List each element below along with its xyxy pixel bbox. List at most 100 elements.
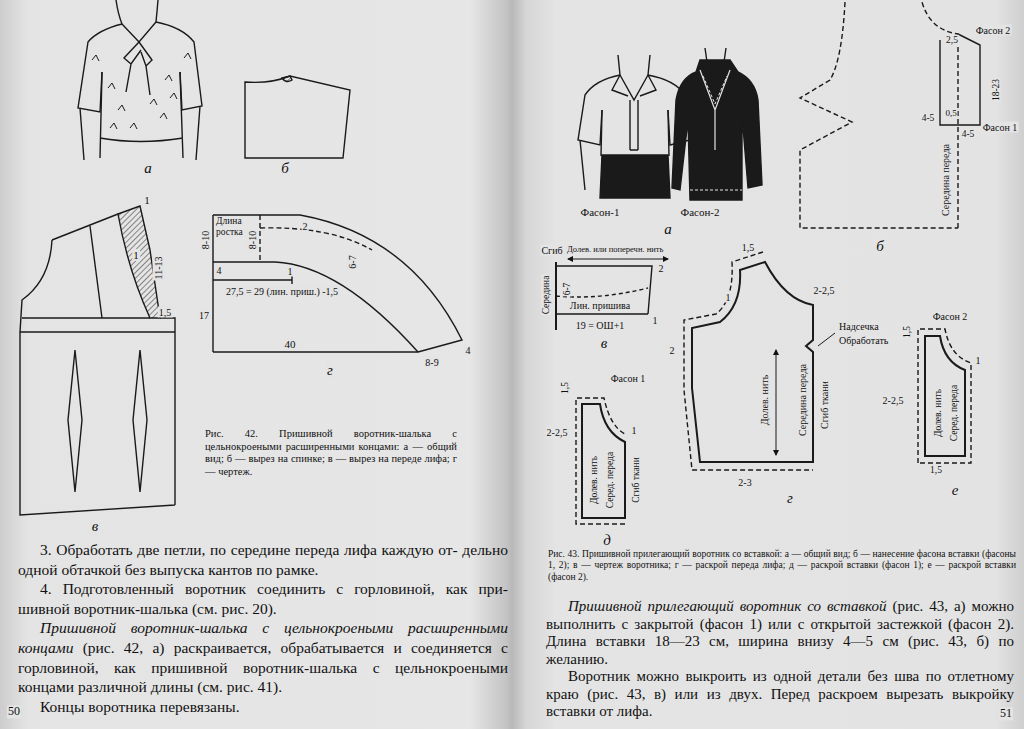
note: Надсечка	[838, 321, 880, 332]
cut-line	[958, 34, 980, 125]
dimension: 1	[652, 315, 659, 326]
figure-letter: б	[280, 160, 290, 177]
callout-number: 1	[132, 249, 140, 261]
body-text: (рис. 42, а) раскраивается, обрабатывает…	[18, 639, 508, 695]
page-number: 51	[999, 707, 1013, 720]
grain-label: Середина переда	[797, 363, 808, 437]
dimension: 2-2,5	[813, 285, 836, 296]
paragraph: Воротник можно выкроить из одной детали …	[546, 668, 1014, 721]
cut-line	[940, 40, 958, 125]
dimension: 17	[198, 310, 210, 321]
dimension: 0,5	[944, 109, 957, 119]
figure-letter: в	[600, 335, 609, 352]
body-text: Воротник можно выкроить из одной детали …	[546, 668, 1014, 719]
fold-label: Сгиб ткани	[631, 456, 641, 504]
dimension: 1,5	[560, 381, 570, 395]
fold-label: Сгиб	[540, 245, 563, 256]
cut-line	[925, 336, 965, 456]
callout-number: 1	[287, 266, 294, 277]
dimension: 1,5	[741, 242, 756, 253]
figure-letter: е	[951, 482, 960, 499]
pattern-piece: Долев. нить Серед. переда	[914, 328, 976, 464]
seam-allowance	[918, 329, 971, 463]
dimension: 6-7	[347, 254, 358, 269]
front-bodice	[20, 206, 175, 515]
collar-draft	[556, 259, 668, 330]
figure-caption: Рис. 42. Пришивной воротник-шалька с цел…	[205, 428, 457, 478]
dimension: 1	[975, 355, 982, 366]
dimension: 6-7	[562, 282, 572, 297]
dimension: 2	[669, 345, 676, 356]
grain-label: Долев. нить	[759, 374, 770, 426]
paragraph: Пришивной прилегающий воротник со вставк…	[546, 598, 1014, 668]
dimension: 1,5	[902, 325, 912, 339]
dimension: 4	[465, 345, 472, 356]
figure-letter: д	[602, 532, 612, 549]
dimension: 4-5	[961, 129, 976, 139]
body-text: Пришивной прилегающий воротник со вставк…	[546, 598, 1014, 721]
style-label: Фасон-1	[579, 206, 620, 218]
dimension: 40	[284, 338, 297, 350]
dimension: 4	[216, 265, 223, 276]
grain-arrow	[776, 350, 777, 455]
figure-letter: г	[786, 490, 794, 507]
dimension: 4-5	[921, 113, 936, 123]
paragraph: Пришивной воротник-шалька с цельнокроены…	[18, 618, 508, 696]
fold-label: Середина	[541, 275, 551, 316]
style-label: Фасон 2	[932, 311, 969, 322]
dimension: 11-13	[153, 256, 164, 281]
figure-letter: б	[875, 238, 885, 255]
paragraph: 4. Подготовленный воротник соединить с г…	[18, 579, 508, 618]
shirt-figures	[578, 48, 762, 200]
dimension: 2,5	[945, 35, 959, 45]
grain-label: Серед. переда	[949, 384, 959, 442]
dimension: 1	[725, 292, 732, 303]
body-text: 3. Обработать две петли, по середине пер…	[18, 540, 508, 716]
seam-allowance	[576, 398, 625, 524]
back-piece	[245, 76, 350, 158]
page-number: 50	[7, 705, 21, 718]
style-label: Фасон 1	[610, 373, 647, 384]
callout-number: 2	[302, 221, 309, 232]
paragraph: Концы воротника перевязаны.	[18, 697, 508, 717]
paragraph: 3. Обработать две петли, по середине пер…	[18, 540, 508, 579]
figure-letter: а	[663, 221, 673, 238]
fold-label: Сгиб ткани	[819, 380, 830, 430]
dimension: 1	[631, 425, 638, 436]
pattern-piece: Долев. нить Середина переда Сгиб ткани	[676, 240, 836, 474]
dimension: 1,5	[929, 465, 943, 475]
figure-caption: Рис. 43. Пришивной прилегающий воротник …	[548, 549, 1016, 583]
dimension: 8-10	[200, 230, 211, 250]
style-label: Фасон 1	[982, 122, 1019, 133]
dimension: 18-23	[991, 78, 1001, 102]
grain-label: Долев. нить	[933, 388, 943, 438]
dimension: 2-2,5	[546, 427, 569, 438]
piece-outline	[914, 328, 976, 464]
cut-line	[692, 262, 813, 462]
figure-letter: г	[326, 362, 334, 379]
dimension: 1,5	[158, 307, 173, 318]
cut-line	[582, 404, 625, 518]
seam-label: Лин. пришива	[569, 300, 631, 311]
grain-label: Долев. нить	[589, 455, 599, 505]
dimension: 8-9	[424, 357, 439, 368]
dimension: 19 = ОШ+1	[575, 320, 626, 331]
body-text: 3. Обработать две петли, по середине пер…	[18, 541, 508, 578]
grain-label: Долев. или поперечн. нить	[566, 245, 664, 254]
dimension: 2-3	[737, 477, 752, 488]
body-text: 4. Подготовленный воротник соединить с г…	[18, 580, 508, 617]
dimension: 27,5 = 29 (лин. приш.) -1,5	[225, 286, 339, 297]
seam-allowance	[800, 2, 958, 228]
callout-number: 1	[143, 194, 151, 206]
style-label: Фасон 2	[975, 25, 1012, 36]
dimension: 2	[658, 263, 665, 274]
collar-draft	[213, 215, 462, 352]
figure-letter: а	[143, 160, 153, 177]
style-label: Фасон-2	[679, 206, 720, 218]
note: Обработать	[838, 335, 889, 346]
dimension: 8-10	[247, 230, 258, 250]
figure-letter: в	[91, 518, 100, 535]
pattern-piece: Долев. нить Серед. переда Сгиб ткани	[574, 398, 646, 526]
grain-label: Серед. переда	[605, 451, 615, 509]
